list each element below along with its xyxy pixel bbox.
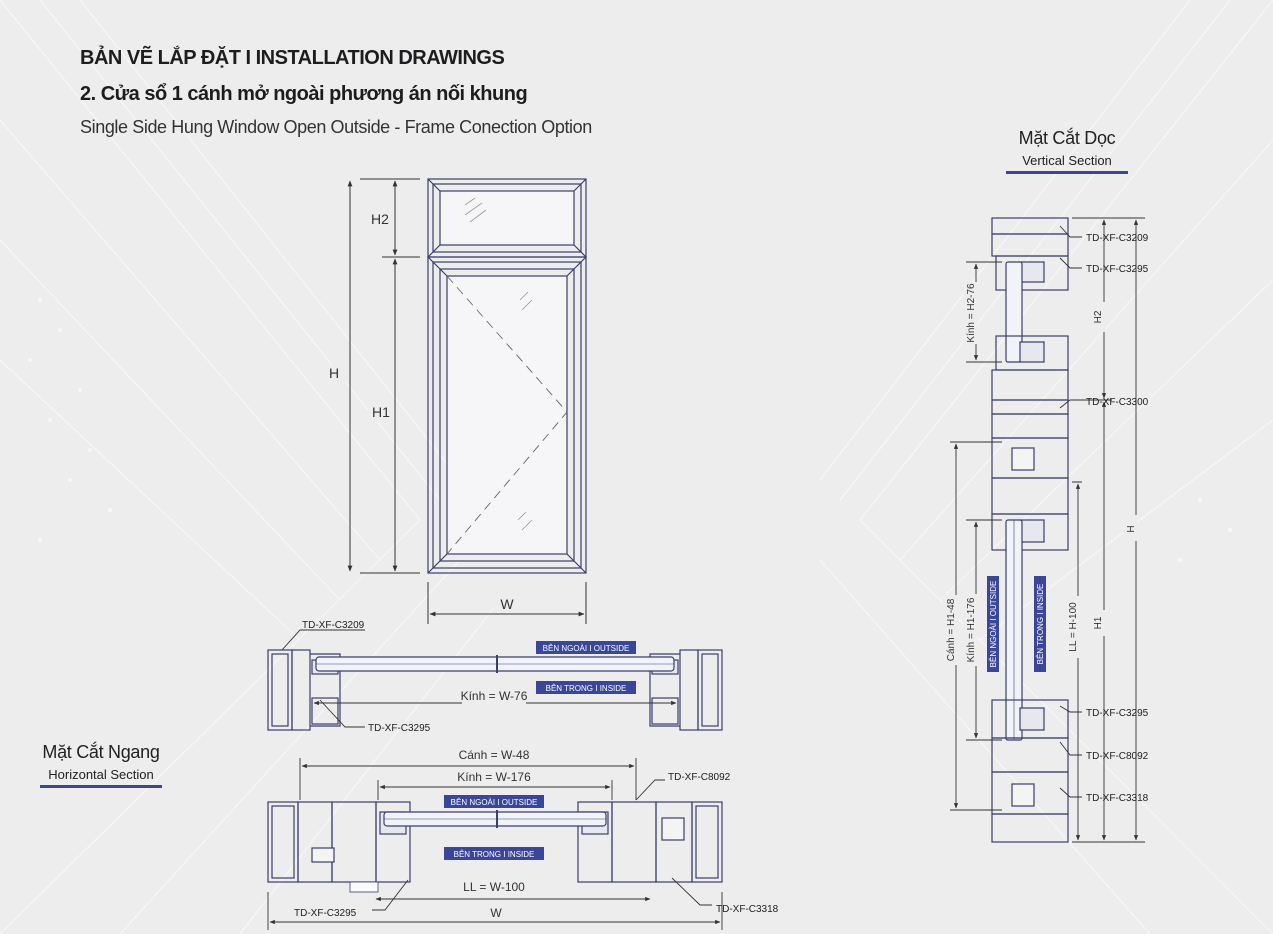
dim-glass-horizontal-bottom: Kính = W-176 [457, 770, 531, 784]
note-inside-vertical: BÊN TRONG I INSIDE [1036, 584, 1045, 665]
dim-h2: H2 [371, 211, 389, 227]
dim-glass-vertical-top: Kính = H2-76 [966, 283, 977, 343]
vertical-section-label: Mặt Cắt Dọc Vertical Section [1006, 128, 1128, 174]
dim-h: H [329, 365, 339, 381]
dim-w-horizontal: W [490, 906, 502, 920]
horizontal-bottom-dimensions [267, 758, 723, 930]
note-outside-horizontal-top: BÊN NGOÀI I OUTSIDE [543, 644, 630, 653]
horizontal-section-label: Mặt Cắt Ngang Horizontal Section [40, 742, 162, 788]
code-c3295-horizontal-bottom: TD-XF-C3295 [294, 908, 357, 919]
dim-sash-horizontal: Cánh = W-48 [459, 748, 530, 762]
code-c3295-vertical-bottom: TD-XF-C3295 [1086, 708, 1149, 719]
note-outside-vertical: BÊN NGOÀI I OUTSIDE [989, 581, 998, 668]
page-subtitle-en: Single Side Hung Window Open Outside - F… [80, 117, 592, 137]
dim-h-vertical: H [1126, 525, 1137, 532]
code-c8092-vertical: TD-XF-C8092 [1086, 751, 1149, 762]
dim-h1-vertical: H1 [1093, 616, 1104, 629]
page-title: BẢN VẼ LẮP ĐẶT I INSTALLATION DRAWINGS [80, 47, 505, 69]
dim-w: W [500, 596, 514, 612]
dim-ll-horizontal: LL = W-100 [463, 880, 525, 894]
dim-glass-vertical-bottom: Kính = H1-176 [966, 597, 977, 662]
code-c3295-horizontal-top: TD-XF-C3295 [368, 723, 431, 734]
horizontal-section-top [267, 649, 723, 731]
horizontal-section-label-en: Horizontal Section [48, 767, 154, 782]
note-outside-horizontal-bottom: BÊN NGOÀI I OUTSIDE [451, 798, 538, 807]
dim-h2-vertical: H2 [1093, 310, 1104, 323]
code-c8092-horizontal: TD-XF-C8092 [668, 772, 731, 783]
dim-glass-horizontal-top: Kính = W-76 [461, 689, 528, 703]
dim-sash-vertical: Cánh = H1-48 [946, 598, 957, 661]
sash-frame [427, 256, 587, 574]
vertical-section [991, 217, 1069, 843]
dim-h1: H1 [372, 404, 390, 420]
note-inside-horizontal-top: BÊN TRONG I INSIDE [546, 684, 627, 693]
code-c3209-vertical: TD-XF-C3209 [1086, 233, 1149, 244]
vertical-section-label-en: Vertical Section [1022, 153, 1112, 168]
code-c3295-vertical-top: TD-XF-C3295 [1086, 264, 1149, 275]
window-elevation [427, 178, 587, 574]
code-c3300-vertical: TD-XF-C3300 [1086, 397, 1149, 408]
vertical-section-underline [1006, 171, 1128, 174]
horizontal-section-underline [40, 785, 162, 788]
horizontal-section-label-vn: Mặt Cắt Ngang [42, 742, 160, 762]
elevation-dimensions [347, 178, 587, 624]
code-c3318-vertical: TD-XF-C3318 [1086, 793, 1149, 804]
vertical-section-label-vn: Mặt Cắt Dọc [1018, 128, 1116, 148]
transom-frame [427, 178, 587, 258]
code-c3318-horizontal: TD-XF-C3318 [716, 904, 779, 915]
horizontal-section-bottom [267, 801, 723, 893]
page-subtitle-vn: 2. Cửa sổ 1 cánh mở ngoài phương án nối … [80, 83, 528, 105]
code-c3209-horizontal: TD-XF-C3209 [302, 620, 365, 631]
note-inside-horizontal-bottom: BÊN TRONG I INSIDE [454, 850, 535, 859]
dim-ll-vertical: LL = H-100 [1068, 602, 1079, 652]
vertical-dimensions [950, 217, 1145, 843]
